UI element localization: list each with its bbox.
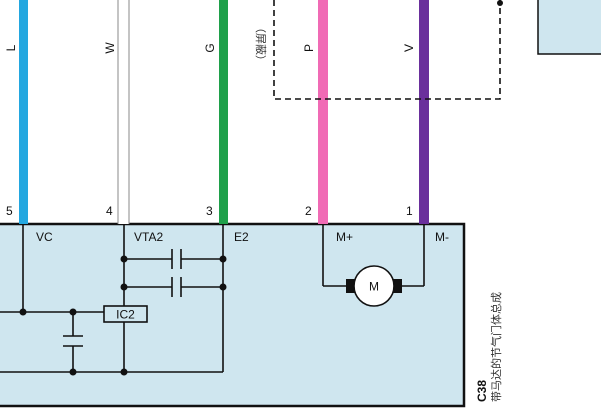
shield-outline xyxy=(273,0,501,100)
ic2-box xyxy=(103,305,148,323)
wire-g xyxy=(219,0,228,224)
pin-number-4: 4 xyxy=(106,204,113,218)
wire-label-l: L xyxy=(4,44,18,51)
pin-number-1: 1 xyxy=(406,204,413,218)
wire-l xyxy=(19,0,28,224)
wire-v xyxy=(419,0,429,224)
motor-label: M xyxy=(369,280,379,294)
wire-w xyxy=(117,0,130,224)
wire-label-g: G xyxy=(203,43,217,52)
terminal-vta2: VTA2 xyxy=(134,230,163,244)
wire-label-v: V xyxy=(402,44,416,52)
shield-label: （屏蔽） xyxy=(254,22,267,66)
junction-dots xyxy=(19,255,227,376)
terminal-vc: VC xyxy=(36,230,53,244)
partial-component-box xyxy=(537,0,601,55)
connector-name: 带马达的节气门体总成 xyxy=(489,292,503,402)
connector-code: C38 xyxy=(475,380,489,402)
wire-label-w: W xyxy=(103,42,117,54)
wire-p xyxy=(318,0,328,224)
internal-circuit xyxy=(0,224,425,373)
motor-symbol xyxy=(346,265,402,307)
terminal-e2: E2 xyxy=(234,230,249,244)
pin-number-3: 3 xyxy=(206,204,213,218)
throttle-body-component xyxy=(0,222,466,408)
pin-number-5: 5 xyxy=(6,204,13,218)
shield-ground-dot xyxy=(497,0,503,6)
pin-number-2: 2 xyxy=(305,204,312,218)
terminal-m-minus: M- xyxy=(435,230,449,244)
terminal-m-plus: M+ xyxy=(336,230,353,244)
ic2-label: IC2 xyxy=(116,308,135,322)
wire-label-p: P xyxy=(302,44,316,52)
